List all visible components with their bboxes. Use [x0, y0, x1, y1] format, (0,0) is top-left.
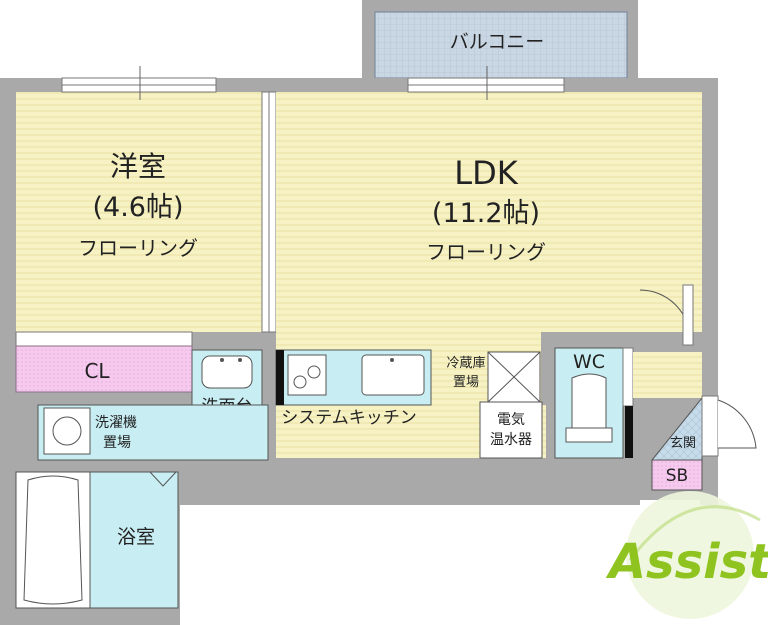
- toilet-label: WC: [573, 351, 605, 373]
- logo-text: Assist: [605, 534, 768, 590]
- sink-icon: [201, 355, 253, 389]
- stove-icon: [287, 354, 327, 396]
- kitchen-sink-icon: [361, 354, 425, 396]
- western-room-size: (4.6帖): [92, 192, 183, 223]
- ldk-name: LDK: [454, 154, 518, 192]
- water-heater: [479, 401, 543, 459]
- closet: [15, 345, 193, 393]
- fridge-label-1: 冷蔵庫: [446, 356, 485, 371]
- fridge-label-2: 置場: [453, 375, 479, 390]
- western-room-floor: [16, 92, 262, 332]
- western-room-name: 洋室: [110, 150, 166, 183]
- entrance-label: 玄関: [670, 436, 696, 451]
- western-room-floor-type: フローリング: [78, 236, 198, 260]
- bathroom-label: 浴室: [117, 526, 155, 548]
- water-heater-label-1: 電気: [497, 412, 525, 428]
- closet-label: CL: [84, 359, 110, 383]
- toilet-icon: [571, 373, 607, 431]
- kitchen-label: システムキッチン: [281, 408, 417, 428]
- balcony-label: バルコニー: [450, 31, 545, 53]
- water-heater-label-2: 温水器: [490, 432, 532, 448]
- washer-icon: [43, 407, 91, 455]
- ldk-floor-type: フローリング: [426, 240, 546, 264]
- entrance-door: [717, 399, 757, 449]
- shoe-box-label: SB: [666, 466, 688, 486]
- shoe-box: [651, 459, 703, 491]
- washer-label-1: 洗濯機: [95, 415, 137, 431]
- ldk-size: (11.2帖): [432, 198, 540, 229]
- balcony: [374, 11, 628, 79]
- assist-logo: Assist: [605, 491, 768, 619]
- washer-label-2: 置場: [103, 435, 131, 451]
- bathtub-icon: [23, 475, 83, 605]
- ldk-floor: [276, 92, 702, 332]
